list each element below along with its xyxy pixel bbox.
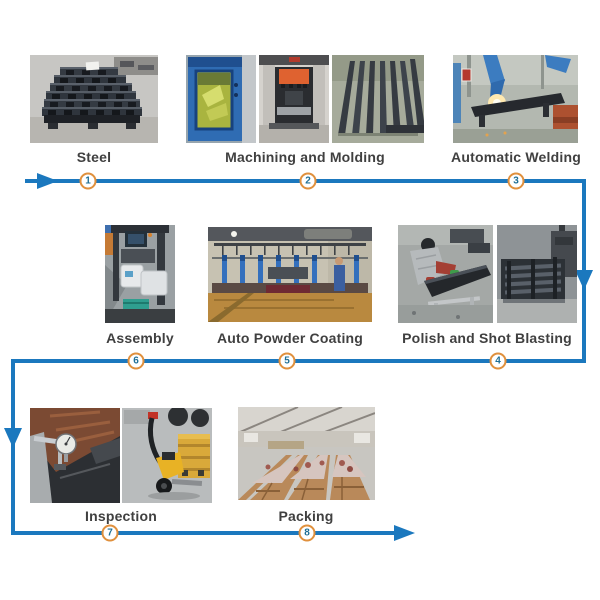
arrow-right-end-icon [394, 525, 415, 541]
step-label-assembly: Assembly [106, 330, 174, 346]
step-badge-4: 4 [489, 352, 507, 370]
step-badge-5: 5 [278, 352, 296, 370]
step-badge-1: 1 [79, 172, 97, 190]
step-label-steel: Steel [76, 149, 112, 165]
machining-parts-photo [332, 55, 424, 143]
machining-cnc-photo [186, 55, 256, 143]
inspection-pallet-truck-photo [122, 408, 212, 503]
step-badge-8: 8 [298, 524, 316, 542]
assembly-photo [105, 225, 175, 323]
step-badge-6: 6 [127, 352, 145, 370]
step-label-inspection: Inspection [84, 508, 158, 524]
machining-press-photo [259, 55, 329, 143]
arrow-down-left-icon [4, 428, 22, 448]
step-badge-3: 3 [507, 172, 525, 190]
shot-blasting-photo [497, 225, 577, 323]
inspection-gauge-photo [30, 408, 120, 503]
step-badge-7: 7 [101, 524, 119, 542]
packing-photo [238, 407, 375, 500]
step-label-polish: Polish and Shot Blasting [402, 330, 572, 346]
arrow-down-right-icon [575, 270, 593, 290]
step-label-packing: Packing [278, 508, 334, 524]
step-badge-2: 2 [299, 172, 317, 190]
powder-coating-photo [208, 227, 372, 322]
welding-photo [453, 55, 578, 143]
step-label-coating: Auto Powder Coating [216, 330, 364, 346]
polish-worker-photo [398, 225, 493, 323]
step-label-machining: Machining and Molding [225, 149, 385, 165]
steel-photo [30, 55, 158, 143]
flow-line [11, 179, 586, 535]
arrow-right-start-icon [37, 173, 58, 189]
step-label-welding: Automatic Welding [451, 149, 581, 165]
